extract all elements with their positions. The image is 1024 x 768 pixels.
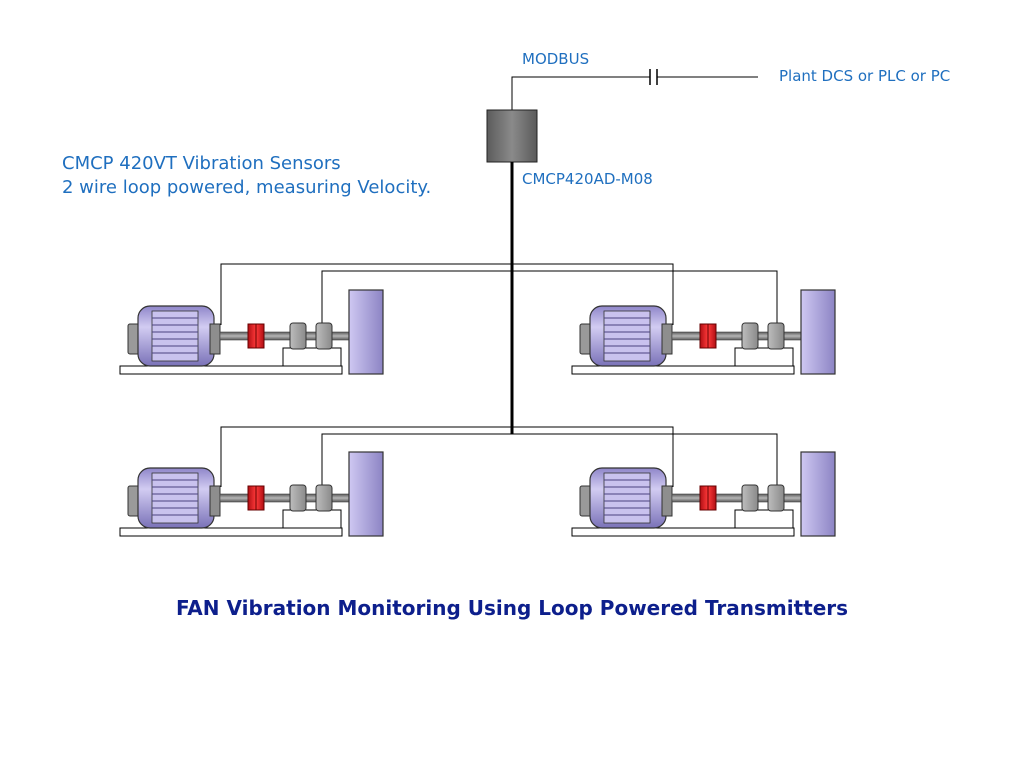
bottom-branch-wiring	[220, 426, 778, 487]
sensor-line-2: 2 wire loop powered, measuring Velocity.	[62, 177, 432, 198]
plant-system-label: Plant DCS or PLC or PC	[779, 67, 951, 85]
fan-unit-top-left	[119, 289, 384, 375]
top-branch-wiring	[220, 263, 778, 325]
fan-unit-top-right	[571, 289, 836, 375]
diagram-title: FAN Vibration Monitoring Using Loop Powe…	[175, 596, 849, 620]
fan-unit-bottom-left	[119, 451, 384, 537]
sensor-description: CMCP 420VT Vibration Sensors 2 wire loop…	[62, 152, 431, 200]
transmitter-module	[486, 109, 538, 163]
modbus-label: MODBUS	[522, 50, 590, 68]
module-name-label: CMCP420AD-M08	[522, 170, 653, 188]
modbus-link	[511, 69, 758, 110]
fan-unit-bottom-right	[571, 451, 836, 537]
sensor-line-1: CMCP 420VT Vibration Sensors	[62, 153, 341, 174]
